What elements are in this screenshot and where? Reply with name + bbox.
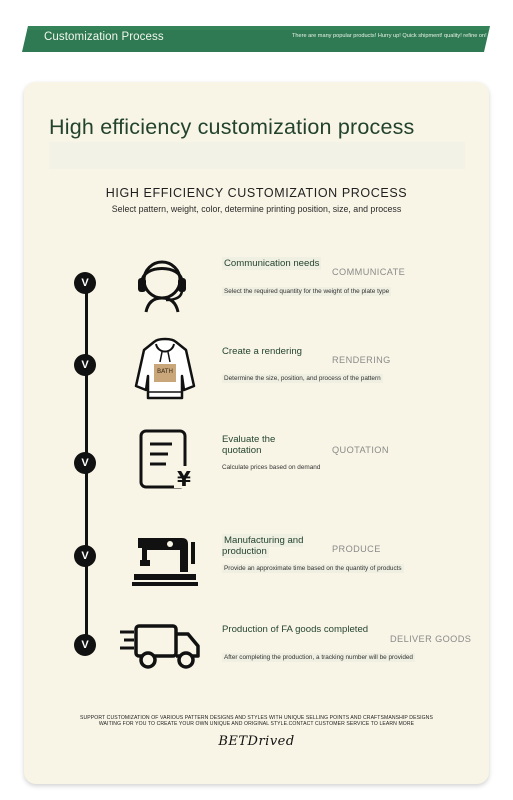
process-card: High efficiency customization process HI… — [24, 82, 489, 784]
step-title: Create a rendering — [222, 346, 302, 357]
step-check-marker: V — [74, 272, 96, 294]
headset-icon — [138, 260, 186, 313]
footer-line-2: WAITING FOR YOU TO CREATE YOUR OWN UNIQU… — [98, 721, 415, 728]
sewing-machine-icon — [132, 538, 198, 586]
step-tag: PRODUCE — [332, 544, 381, 554]
step-title: Production of FA goods completed — [222, 624, 369, 635]
step-title: Communication needs — [222, 257, 322, 270]
step-tag: RENDERING — [332, 355, 391, 365]
step-description: Provide an approximate time based on the… — [222, 564, 404, 573]
hoodie-print-text: BATH — [157, 368, 173, 375]
section-subtitle: Select pattern, weight, color, determine… — [111, 204, 402, 214]
footer-text: SUPPORT CUSTOMIZATION OF VARIOUS PATTERN… — [24, 715, 489, 727]
banner-promo-text: There are many popular products! Hurry u… — [292, 33, 487, 39]
page-title: High efficiency customization process — [49, 115, 415, 139]
quotation-icon: ¥ — [139, 429, 194, 490]
step-description: Determine the size, position, and proces… — [222, 374, 383, 383]
step-tag: COMMUNICATE — [332, 267, 406, 277]
banner-title: Customization Process — [44, 31, 164, 43]
title-highlight-band — [49, 142, 465, 169]
header-banner: Customization Process There are many pop… — [22, 26, 490, 52]
delivery-truck-icon — [120, 624, 200, 669]
step-check-marker: V — [74, 545, 96, 567]
step-description: Select the required quantity for the wei… — [222, 287, 392, 296]
step-tag: DELIVER GOODS — [390, 634, 472, 644]
step-title: Manufacturing and production — [222, 534, 304, 558]
section-heading: HIGH EFFICIENCY CUSTOMIZATION PROCESS — [105, 186, 408, 200]
currency-glyph: ¥ — [177, 467, 191, 490]
step-description: After completing the production, a track… — [222, 653, 415, 662]
hoodie-icon: BATH — [134, 337, 196, 400]
step-check-marker: V — [74, 634, 96, 656]
footer-line-1: SUPPORT CUSTOMIZATION OF VARIOUS PATTERN… — [80, 715, 433, 721]
step-description: Calculate prices based on demand — [222, 464, 321, 471]
step-tag: QUOTATION — [332, 445, 389, 455]
step-check-marker: V — [74, 354, 96, 376]
step-check-marker: V — [74, 452, 96, 474]
banner-shape — [22, 26, 490, 52]
brand-logo: BETDrived — [218, 734, 295, 749]
step-title: Evaluate the quotation — [222, 434, 276, 456]
